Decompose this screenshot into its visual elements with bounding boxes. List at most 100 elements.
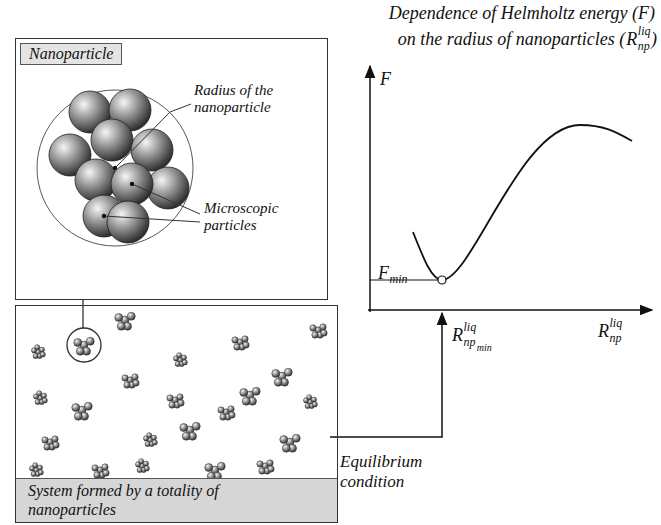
cluster-particle — [321, 330, 327, 336]
caption-band: System formed by a totality of nanoparti… — [16, 478, 337, 522]
cluster-particle — [133, 380, 139, 386]
chart-title: R — [626, 30, 637, 48]
cluster-particle — [132, 374, 138, 380]
condition-label: Equilibrium condition — [340, 452, 440, 491]
cluster-particle — [218, 407, 224, 413]
cluster-particle — [280, 436, 288, 444]
cluster-particle — [234, 344, 240, 350]
cluster-particle — [311, 397, 316, 402]
cluster-particle — [117, 322, 125, 330]
leader-dot — [130, 182, 134, 186]
axis-label: R — [452, 326, 463, 344]
cluster-particle — [242, 397, 250, 405]
y-axis — [369, 66, 371, 312]
cluster-particle — [41, 393, 46, 398]
cluster-particle — [72, 404, 80, 412]
callout-label: Microscopic particles — [204, 200, 308, 235]
zoom-circle — [67, 328, 101, 362]
axis-label: np — [464, 336, 476, 348]
cluster-particle — [137, 467, 142, 472]
chart-title: ) — [651, 30, 657, 48]
cluster-particle — [305, 403, 310, 408]
cluster-particle — [74, 412, 82, 420]
axis-label: min — [390, 273, 408, 285]
cluster-particle — [39, 347, 44, 352]
cluster-particle — [180, 424, 188, 432]
cluster-particle — [310, 325, 316, 331]
cluster-particle — [44, 444, 50, 450]
cluster-particle — [320, 324, 326, 330]
cluster-particle — [92, 465, 98, 471]
cluster-particle — [33, 463, 38, 468]
cluster-particle — [127, 312, 135, 320]
cluster-particle — [217, 462, 225, 470]
cluster-particle — [124, 382, 130, 388]
chart-title: on the radius of nanoparticles ( — [398, 30, 626, 48]
cluster-particle — [312, 332, 318, 338]
cluster-particle — [37, 465, 42, 470]
cluster-particle — [53, 442, 59, 448]
cluster-particle — [259, 468, 265, 474]
equilibrium-arrow — [330, 313, 442, 437]
cluster-particle — [152, 440, 157, 445]
cluster-particle — [115, 314, 123, 322]
cluster-particle — [312, 402, 317, 407]
cluster-particle — [267, 460, 273, 466]
energy-curve — [413, 125, 632, 280]
nanoparticle-clusters — [29, 312, 327, 480]
cluster-particle — [144, 466, 149, 471]
cluster-particle — [84, 402, 92, 410]
cluster-particle — [220, 414, 226, 420]
cluster-particle — [52, 436, 58, 442]
cluster-particle — [42, 398, 47, 403]
cluster-particle — [40, 352, 45, 357]
x-axis — [368, 309, 652, 311]
nanoparticle-panel: Nanoparticle — [15, 38, 328, 300]
title-tab: Nanoparticle — [20, 43, 122, 65]
leader-line — [170, 104, 191, 112]
cluster-particle — [240, 389, 248, 397]
cluster-particle — [37, 391, 42, 396]
system-panel: System formed by a totality of nanoparti… — [15, 305, 338, 523]
cluster-particle — [272, 370, 280, 378]
cluster-particle — [242, 336, 248, 342]
cluster-particle — [182, 360, 187, 365]
cluster-particle — [228, 406, 234, 412]
chart-title: liq — [638, 25, 651, 37]
cluster-particle — [205, 464, 213, 472]
cluster-particle — [252, 387, 260, 395]
cluster-particle — [178, 400, 184, 406]
cluster-particle — [229, 412, 235, 418]
cluster-particle — [42, 437, 48, 443]
center-dot — [113, 166, 117, 170]
cluster-particle — [243, 342, 249, 348]
axis-label: R — [598, 322, 609, 340]
cluster-particle — [177, 394, 183, 400]
cluster-particle — [292, 434, 300, 442]
cluster-particle — [167, 395, 173, 401]
cluster-particle — [86, 337, 94, 345]
leader-line — [104, 216, 200, 222]
cluster-particle — [177, 353, 182, 358]
panel-caption: System formed by a totality of nanoparti… — [28, 482, 258, 519]
cluster-particle — [181, 355, 186, 360]
cluster-particle — [35, 345, 40, 350]
axis-label: min — [477, 343, 492, 353]
cluster-particle — [307, 395, 312, 400]
cluster-particle — [175, 361, 180, 366]
cluster-particle — [102, 464, 108, 470]
cluster-particle — [31, 471, 36, 476]
cluster-particle — [151, 435, 156, 440]
cluster-particle — [76, 347, 84, 355]
radius-line — [115, 112, 170, 168]
cluster-particle — [192, 422, 200, 430]
cluster-particle — [268, 466, 274, 472]
cluster-particle — [33, 353, 38, 358]
cluster-particle — [232, 337, 238, 343]
cluster-particle — [122, 375, 128, 381]
cluster-particle — [103, 470, 109, 476]
leader-dot — [102, 214, 106, 218]
axis-label: liq — [464, 321, 477, 333]
cluster-particle — [139, 459, 144, 464]
